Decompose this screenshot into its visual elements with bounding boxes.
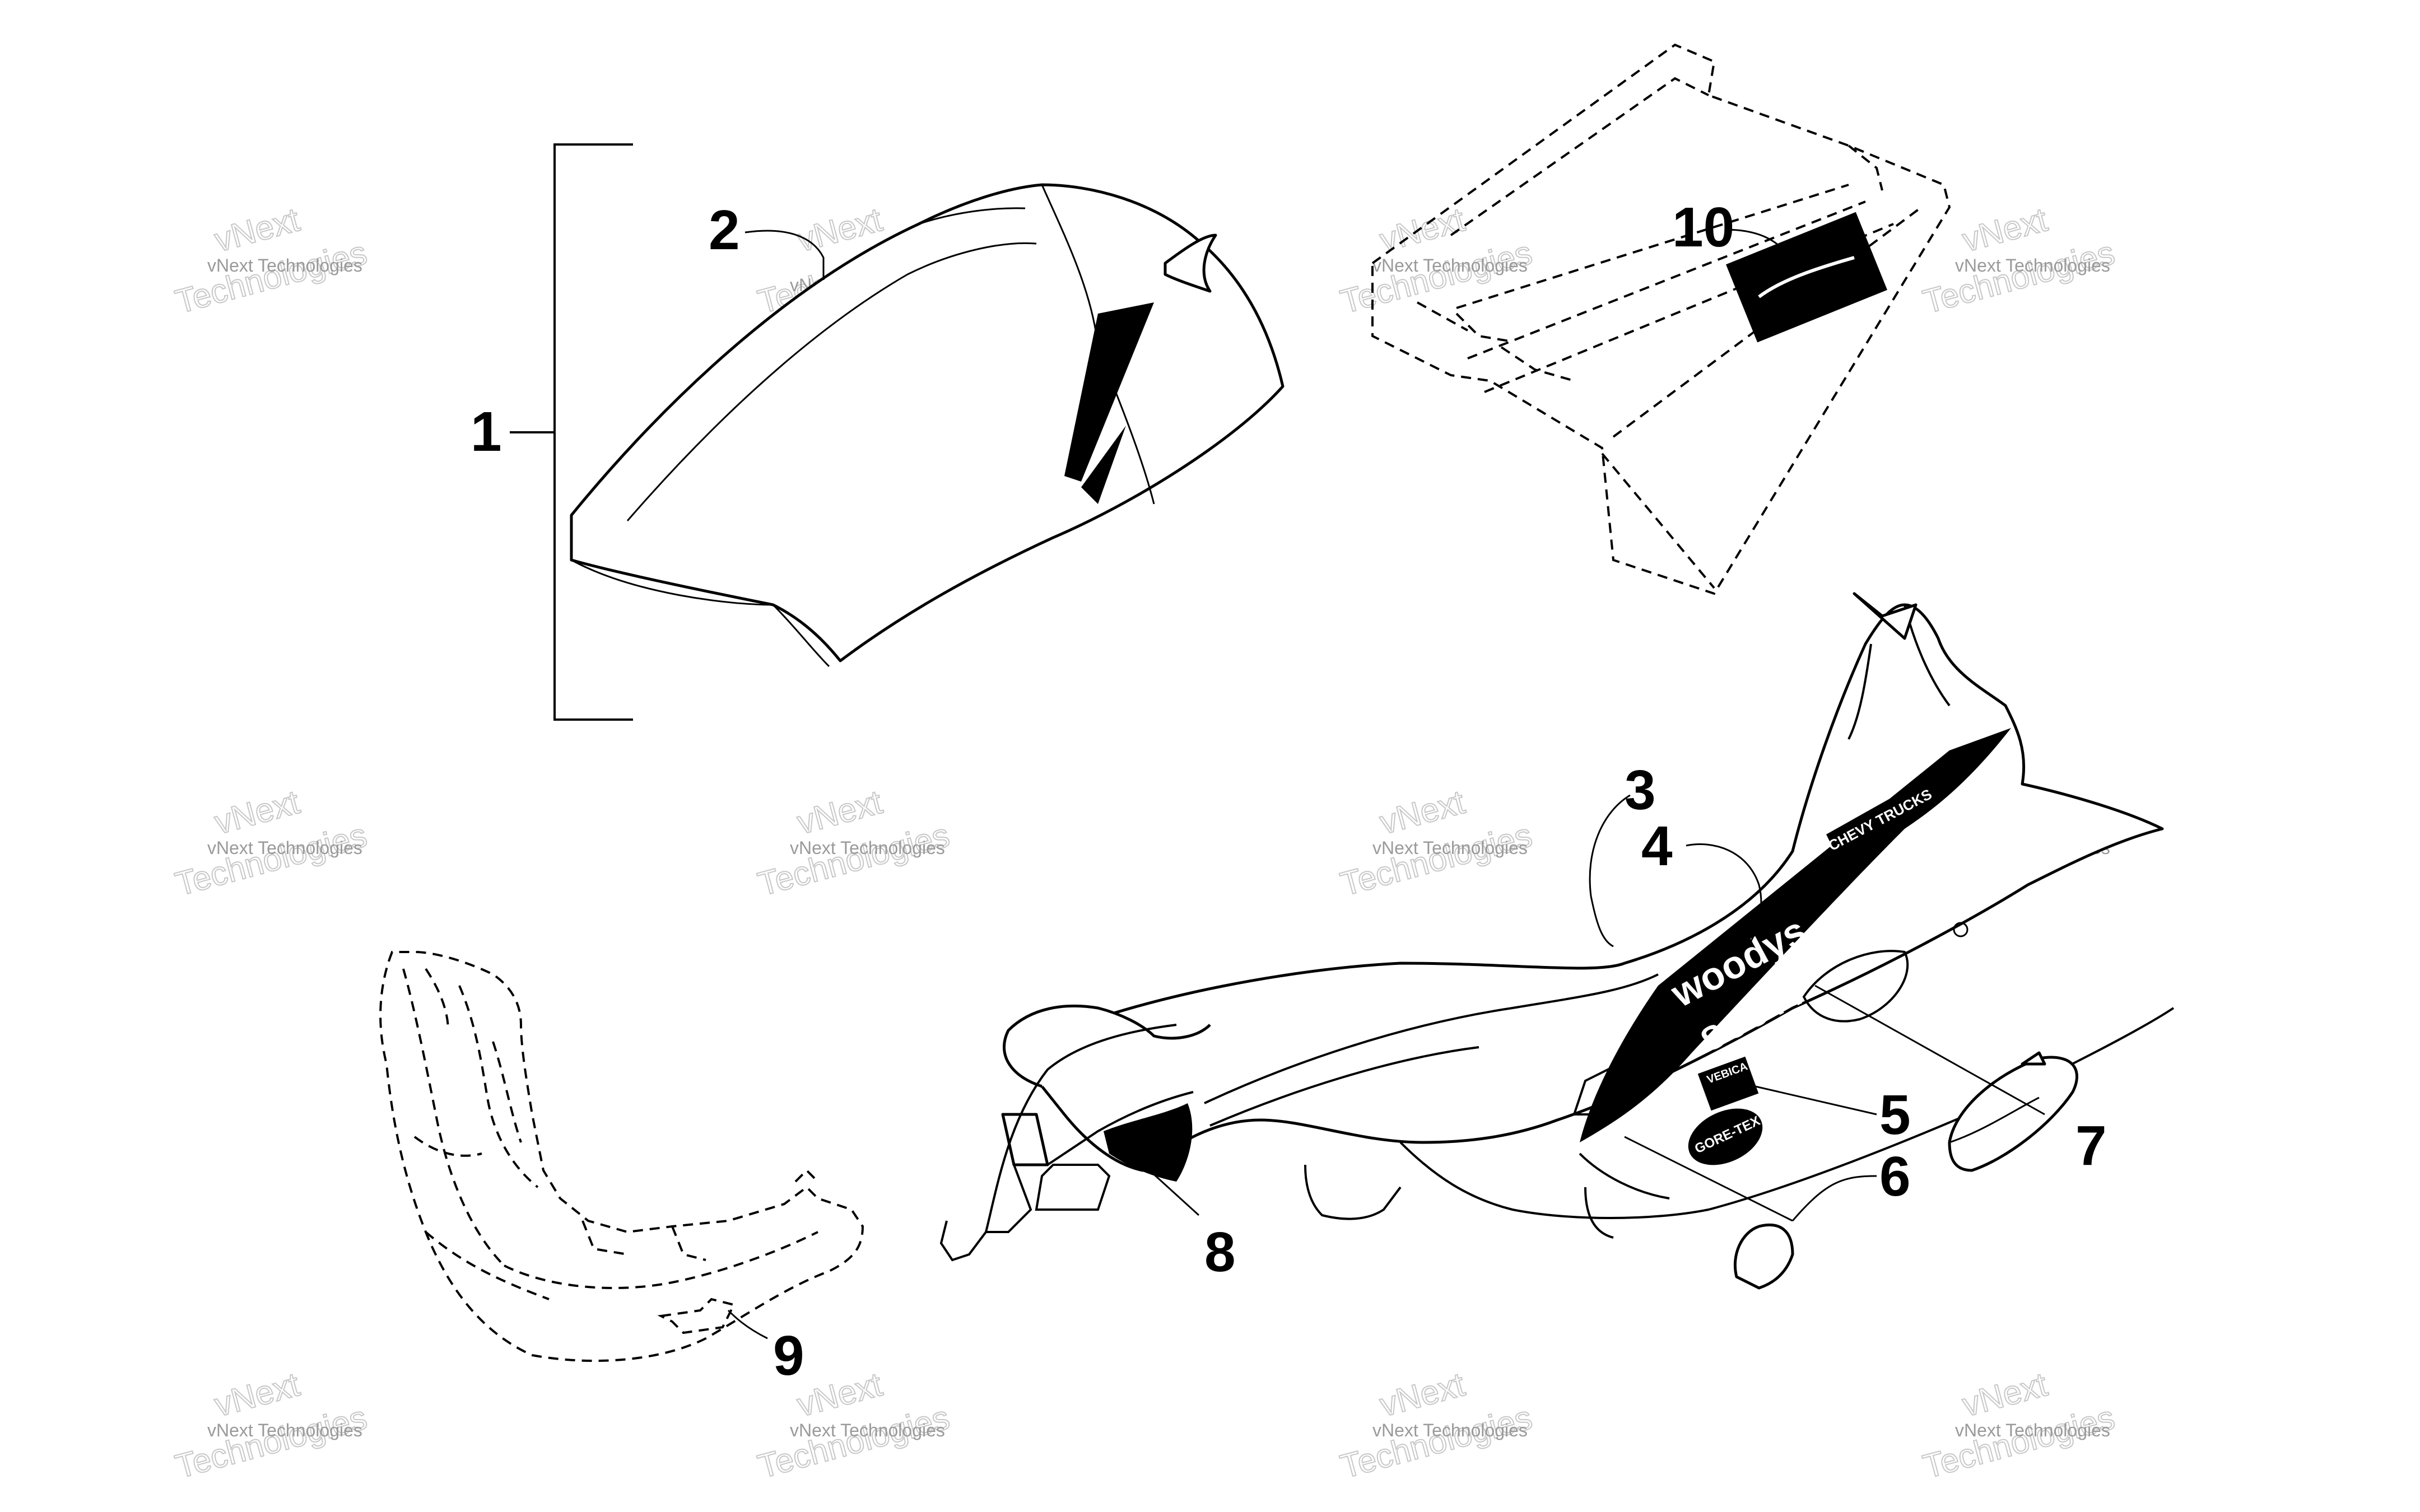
svg-text:Technologies: Technologies xyxy=(171,234,371,320)
leader-10 xyxy=(1725,228,1794,264)
svg-text:vNext Technologies: vNext Technologies xyxy=(207,838,362,858)
svg-text:vNext: vNext xyxy=(211,200,304,259)
svg-text:Technologies: Technologies xyxy=(1919,234,2119,320)
svg-text:Technologies: Technologies xyxy=(1337,234,1536,320)
svg-text:vNext: vNext xyxy=(211,1365,304,1424)
watermark: vNext Technologies vNext Technologies xyxy=(1919,200,2119,321)
callout-4: 4 xyxy=(1641,815,1673,878)
callout-labels: 1 2 3 4 5 6 7 8 9 10 xyxy=(471,196,2107,1387)
callout-9: 9 xyxy=(773,1324,804,1387)
leader-lines xyxy=(727,228,2045,1340)
leader-4 xyxy=(1686,843,1762,947)
watermark: vNext Technologies vNext Technologies xyxy=(1336,782,1537,903)
callout-3: 3 xyxy=(1625,759,1656,822)
leader-5 xyxy=(1730,1080,1877,1116)
gore-tex-decal-icon xyxy=(1688,1108,1763,1165)
svg-text:vNext Technologies: vNext Technologies xyxy=(207,255,362,276)
callout-5: 5 xyxy=(1879,1084,1911,1146)
svg-text:vNext: vNext xyxy=(211,783,304,841)
watermark: vNext Technologies vNext Technologies xyxy=(753,782,954,903)
svg-text:Technologies: Technologies xyxy=(171,1398,371,1485)
svg-text:vNext Technologies: vNext Technologies xyxy=(207,1420,362,1440)
front-bumper-part xyxy=(379,951,864,1362)
callout-7: 7 xyxy=(2075,1114,2107,1177)
leader-3 xyxy=(1589,794,1631,948)
svg-text:vNext Technologies: vNext Technologies xyxy=(1955,255,2110,276)
svg-text:vNext Technologies: vNext Technologies xyxy=(1372,1420,1528,1440)
svg-text:vNext Technologies: vNext Technologies xyxy=(1372,255,1528,276)
callout-2: 2 xyxy=(709,199,740,262)
callout-10: 10 xyxy=(1672,196,1734,259)
svg-text:Technologies: Technologies xyxy=(1337,1398,1536,1485)
insert-part-6 xyxy=(1733,1223,1794,1290)
svg-text:Technologies: Technologies xyxy=(171,816,371,903)
watermark: vNext Technologies vNext Technologies xyxy=(171,1365,371,1486)
svg-text:vNext: vNext xyxy=(1376,783,1469,841)
svg-text:Technologies: Technologies xyxy=(1337,816,1536,903)
rear-panel-part xyxy=(1371,43,1951,595)
vebica-decal-icon xyxy=(1697,1056,1759,1111)
watermark: vNext Technologies vNext Technologies xyxy=(1919,1365,2119,1486)
svg-text:vNext: vNext xyxy=(1376,1365,1469,1424)
leader-6 xyxy=(1624,1136,1877,1222)
watermark: vNext Technologies vNext Technologies xyxy=(1336,1365,1537,1486)
svg-text:vNext Technologies: vNext Technologies xyxy=(790,1420,945,1440)
svg-text:vNext Technologies: vNext Technologies xyxy=(1955,1420,2110,1440)
assembly-bracket xyxy=(510,143,633,721)
leader-2 xyxy=(744,230,825,280)
leader-8 xyxy=(1136,1158,1200,1216)
seat-part xyxy=(570,183,1285,668)
callout-1: 1 xyxy=(471,400,502,463)
svg-text:Technologies: Technologies xyxy=(754,816,953,903)
svg-text:vNext Technologies: vNext Technologies xyxy=(1372,838,1528,858)
svg-text:vNext: vNext xyxy=(793,1365,886,1424)
watermark: vNext Technologies vNext Technologies xyxy=(171,782,371,903)
decal-10-icon xyxy=(1726,212,1887,343)
cover-part-7 xyxy=(1948,1051,2078,1172)
leader-7 xyxy=(1814,984,2045,1116)
svg-text:vNext: vNext xyxy=(1958,200,2051,259)
svg-text:Technologies: Technologies xyxy=(1919,1398,2119,1485)
svg-text:Technologies: Technologies xyxy=(754,1398,953,1485)
watermark: vNext Technologies vNext Technologies xyxy=(171,200,371,321)
svg-text:vNext: vNext xyxy=(1958,1365,2051,1424)
svg-text:vNext: vNext xyxy=(793,783,886,841)
callout-8: 8 xyxy=(1204,1221,1236,1284)
watermark: vNext Technologies vNext Technologies xyxy=(1336,200,1537,321)
callout-6: 6 xyxy=(1879,1145,1911,1208)
leader-9 xyxy=(727,1309,768,1340)
svg-text:vNext Technologies: vNext Technologies xyxy=(790,838,945,858)
